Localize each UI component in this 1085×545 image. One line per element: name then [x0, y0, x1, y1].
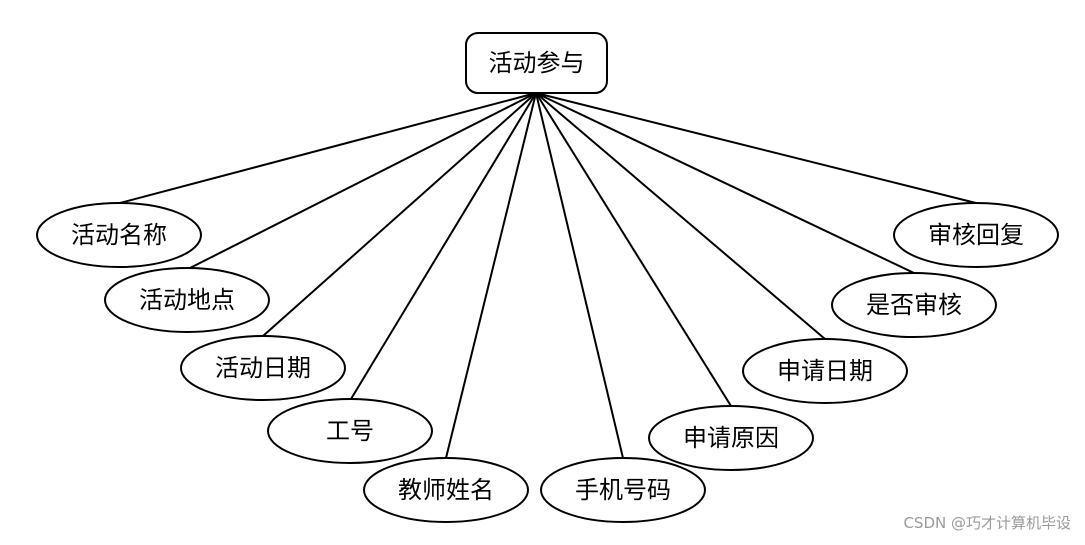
watermark: CSDN @巧才计算机毕设: [903, 514, 1071, 532]
edge-activity-location: [189, 92, 537, 269]
entity-label: 活动参与: [489, 49, 585, 77]
attribute-ellipse-teacher-name: [363, 457, 529, 523]
attribute-node-is-reviewed: 是否审核: [831, 272, 997, 338]
attribute-node-apply-date: 申请日期: [742, 338, 908, 404]
attribute-label-activity-location: 活动地点: [139, 286, 235, 314]
attribute-ellipse-employee-id: [267, 398, 433, 464]
attribute-node-phone-number: 手机号码: [540, 457, 706, 523]
attribute-ellipse-apply-date: [742, 338, 908, 404]
attribute-label-employee-id: 工号: [326, 417, 374, 445]
attribute-label-activity-date: 活动日期: [215, 354, 311, 382]
attribute-label-review-reply: 审核回复: [928, 221, 1024, 249]
attribute-node-teacher-name: 教师姓名: [363, 457, 529, 523]
attribute-ellipse-activity-name: [36, 202, 202, 268]
attribute-node-activity-location: 活动地点: [104, 267, 270, 333]
attribute-ellipse-phone-number: [540, 457, 706, 523]
attribute-node-apply-reason: 申请原因: [648, 405, 814, 471]
attribute-label-apply-reason: 申请原因: [683, 424, 779, 452]
edge-employee-id: [350, 92, 537, 400]
edge-review-reply: [535, 92, 977, 204]
edge-is-reviewed: [535, 92, 915, 274]
attribute-ellipse-is-reviewed: [831, 272, 997, 338]
attribute-ellipse-activity-location: [104, 267, 270, 333]
attribute-label-is-reviewed: 是否审核: [866, 291, 962, 319]
edges: [119, 92, 977, 459]
edge-activity-name: [119, 92, 537, 204]
attribute-label-phone-number: 手机号码: [575, 476, 671, 504]
attribute-node-activity-date: 活动日期: [180, 335, 346, 401]
edge-apply-date: [535, 92, 826, 340]
attribute-node-review-reply: 审核回复: [893, 202, 1059, 268]
entity-box: [465, 32, 608, 94]
attribute-node-activity-name: 活动名称: [36, 202, 202, 268]
attribute-ellipse-activity-date: [180, 335, 346, 401]
attribute-ellipse-apply-reason: [648, 405, 814, 471]
attribute-label-activity-name: 活动名称: [71, 221, 167, 249]
edge-apply-reason: [535, 92, 732, 407]
edge-teacher-name: [445, 92, 537, 459]
edge-phone-number: [535, 92, 624, 459]
entity-node: 活动参与: [465, 32, 608, 94]
attribute-label-apply-date: 申请日期: [777, 357, 873, 385]
edge-activity-date: [262, 92, 537, 337]
attribute-ellipse-review-reply: [893, 202, 1059, 268]
attribute-node-employee-id: 工号: [267, 398, 433, 464]
attribute-label-teacher-name: 教师姓名: [398, 476, 494, 504]
